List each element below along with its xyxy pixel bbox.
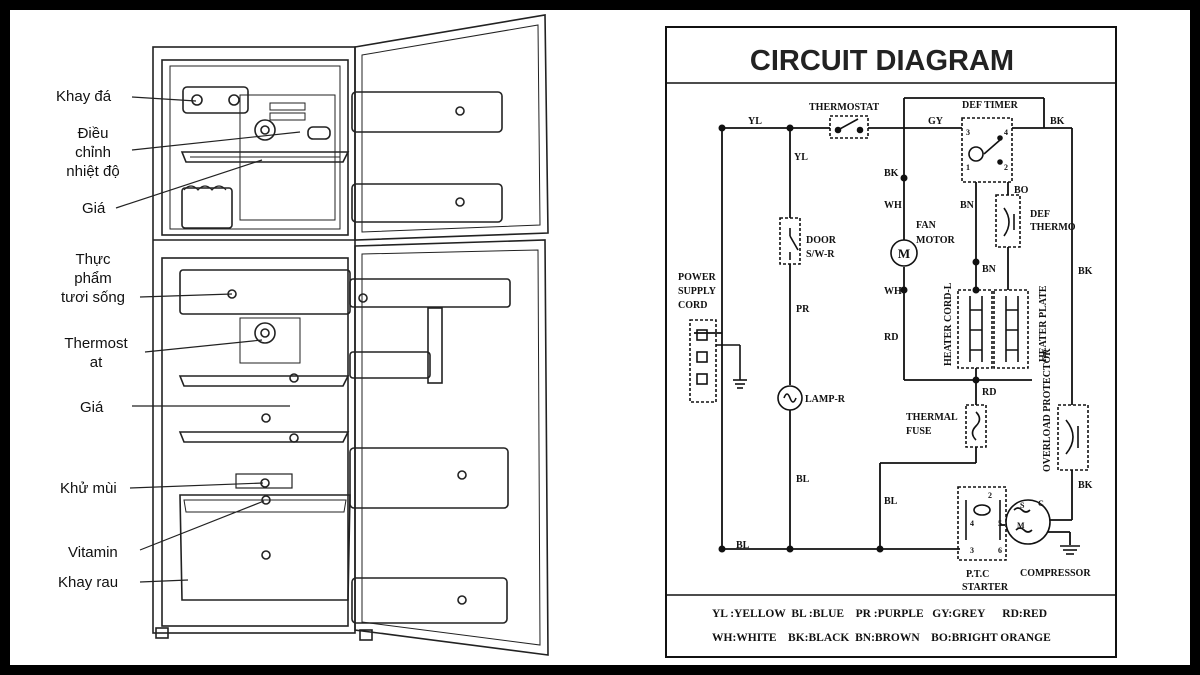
label-lamp: LAMP-R [805, 394, 846, 405]
wire-bk-comp: BK [1078, 480, 1093, 491]
wire-wh-fan: WH [884, 200, 902, 211]
wire-pr: PR [796, 304, 810, 315]
pin-comp-s: S [1020, 501, 1025, 510]
label-temp-control-line2: chỉnh [75, 144, 111, 161]
overload-protector-symbol [1057, 404, 1089, 471]
label-temp-control-line3: nhiệt độ [66, 163, 120, 180]
heater-plate-symbol [993, 289, 1029, 369]
wire-rd-heater: RD [982, 387, 996, 398]
deodorizer [235, 473, 293, 489]
vegetable-tray [179, 494, 351, 601]
power-cord-symbol [689, 319, 747, 403]
pin-timer-4: 4 [1004, 128, 1008, 137]
door-switch-symbol [779, 217, 801, 265]
fridge-shelf-2 [178, 431, 350, 443]
label-power-cord-2: SUPPLY [678, 286, 717, 297]
thermostat-knob [254, 322, 276, 344]
label-ice-tray: Khay đá [56, 88, 112, 105]
legend-row-2: WH:WHITE BK:BLACK BN:BROWN BO:BRIGHT ORA… [712, 632, 1051, 644]
wire-bl-comp: BL [884, 496, 898, 507]
pin-ptc-5: 5 [998, 519, 1002, 528]
lamp-symbol [777, 385, 803, 411]
wire-bl-mid: BL [796, 474, 810, 485]
label-power-cord-3: CORD [678, 300, 707, 311]
temp-dial [254, 119, 276, 141]
pin-ptc-3: 3 [970, 546, 974, 555]
label-fresh-food-line2: phẩm [74, 270, 112, 287]
fan-motor-symbol [890, 239, 918, 267]
label-shelf-mid: Giá [80, 399, 104, 416]
wire-bo: BO [1014, 185, 1029, 196]
circuit-frame [665, 26, 1117, 658]
wire-bn-deft: BN [960, 200, 975, 211]
label-vitamin: Vitamin [68, 544, 118, 561]
freezer-door [354, 14, 549, 241]
label-deodorizer: Khử mùi [60, 480, 117, 497]
label-thermostat-line1: Thermost [64, 335, 128, 352]
label-vegetable-tray: Khay rau [58, 574, 119, 591]
label-temp-control-line1: Điều [77, 125, 109, 142]
label-def-timer: DEF TIMER [962, 100, 1019, 111]
label-temp-control: Điều chỉnh nhiệt độ [58, 124, 128, 181]
thermal-fuse-symbol [965, 404, 987, 448]
label-thermal-fuse-2: FUSE [906, 426, 932, 437]
fridge-shelf-1 [178, 375, 350, 387]
freezer-shelf [180, 151, 350, 163]
label-thermostat-line2: at [89, 354, 103, 371]
wire-gy: GY [928, 116, 944, 127]
label-thermostat: Thermost at [54, 334, 138, 372]
wire-bk-right: BK [1078, 266, 1093, 277]
fridge-door [354, 239, 549, 656]
label-thermal-fuse-1: THERMAL [906, 412, 958, 423]
compressor-symbol [1005, 499, 1051, 545]
wire-bn-heater: BN [982, 264, 997, 275]
label-fan-motor-2: MOTOR [916, 235, 955, 246]
label-def-thermo-2: THERMO [1030, 222, 1076, 233]
pin-comp-m: M [1017, 521, 1025, 530]
wire-bk-fan: BK [884, 168, 899, 179]
wire-bl-bottom: BL [736, 540, 750, 551]
label-heater-plate: HEATER PLATE [1038, 285, 1049, 362]
label-thermostat-component: THERMOSTAT [809, 102, 880, 113]
label-power-cord-1: POWER [678, 272, 717, 283]
label-compressor: COMPRESSOR [1020, 568, 1091, 579]
wire-yl-top: YL [748, 116, 762, 127]
wire-wh-lower: WH [884, 286, 902, 297]
def-thermo-symbol [995, 194, 1021, 248]
pin-ptc-4: 4 [970, 519, 974, 528]
label-door-switch-2: S/W-R [806, 249, 835, 260]
heater-cord-symbol [957, 289, 993, 369]
label-ptc-starter-2: STARTER [962, 582, 1009, 593]
label-def-thermo-1: DEF [1030, 209, 1050, 220]
label-overload-protector: OVERLOAD PROTECTOR [1042, 348, 1053, 472]
label-shelf-top: Giá [82, 200, 106, 217]
label-ptc-starter-1: P.T.C [966, 569, 989, 580]
label-fresh-food-line1: Thực [75, 251, 111, 268]
fresh-food-drawer [179, 269, 351, 315]
def-timer-symbol [961, 117, 1013, 183]
wire-rd-left: RD [884, 332, 898, 343]
label-fresh-food: Thực phẩm tươi sống [45, 250, 141, 307]
fan-motor-m: M [898, 246, 910, 261]
label-heater-cord: HEATER CORD-L [943, 282, 954, 366]
pin-comp-c: C [1038, 499, 1044, 508]
circuit-title: CIRCUIT DIAGRAM [750, 45, 1014, 77]
pin-ptc-6: 6 [998, 546, 1002, 555]
label-fresh-food-line3: tươi sống [60, 289, 126, 306]
legend-row-1: YL :YELLOW BL :BLUE PR :PURPLE GY:GREY R… [712, 608, 1047, 620]
pin-ptc-2: 2 [988, 491, 992, 500]
pin-timer-3: 3 [966, 128, 970, 137]
ptc-starter-symbol [957, 486, 1007, 561]
label-fan-motor-1: FAN [916, 220, 937, 231]
pin-timer-1: 1 [966, 163, 970, 172]
pin-timer-2: 2 [1004, 163, 1008, 172]
wire-bk-top: BK [1050, 116, 1065, 127]
thermostat-switch-symbol [829, 115, 869, 139]
wire-yl-vertical: YL [794, 152, 808, 163]
label-door-switch-1: DOOR [806, 235, 837, 246]
refrigerator-illustration [115, 14, 549, 656]
